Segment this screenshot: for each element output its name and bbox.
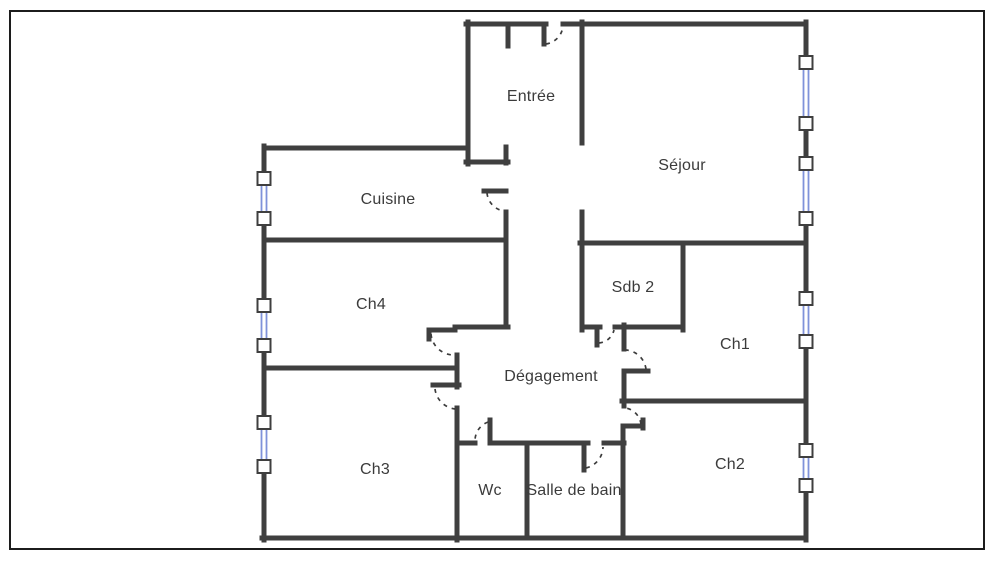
room-label-ch2: Ch2 [715, 456, 745, 473]
windows [256, 55, 814, 493]
door-leaves [426, 21, 651, 473]
room-label-wc: Wc [478, 482, 502, 499]
room-label-cuisine: Cuisine [360, 191, 416, 208]
window-icon-sejour-1 [798, 55, 814, 131]
window-icon-sejour-2 [798, 156, 814, 226]
room-label-ch3: Ch3 [360, 461, 390, 478]
window-icon-cuisine [256, 171, 272, 226]
room-label-salle-de-bain: Salle de bain [526, 482, 622, 499]
window-icon-ch1 [798, 291, 814, 349]
cuisine-door-swing-icon [486, 192, 505, 212]
room-label-entree: Entrée [506, 88, 556, 105]
walls [259, 19, 809, 543]
ch3-door-swing-icon [434, 388, 456, 410]
door-swing-arcs [430, 25, 647, 469]
window-icon-ch3 [256, 415, 272, 474]
ch4-door-swing-icon [430, 333, 454, 356]
sdb2-door-swing-icon [598, 329, 615, 344]
entrance-door-swing-icon [545, 25, 564, 45]
ch2-door-swing-icon [625, 407, 642, 425]
room-label-ch4: Ch4 [356, 296, 386, 313]
wc-door-swing-icon [474, 421, 489, 442]
window-icon-ch4 [256, 298, 272, 353]
room-label-degagement: Dégagement [504, 368, 598, 385]
room-label-sejour: Séjour [658, 157, 706, 174]
image-border-frame [9, 10, 985, 550]
room-label-sdb2: Sdb 2 [611, 279, 655, 296]
room-label-ch1: Ch1 [720, 336, 750, 353]
window-icon-ch2 [798, 443, 814, 493]
ch1-door-swing-icon [625, 349, 647, 370]
sdb-door-swing-icon [585, 446, 604, 469]
